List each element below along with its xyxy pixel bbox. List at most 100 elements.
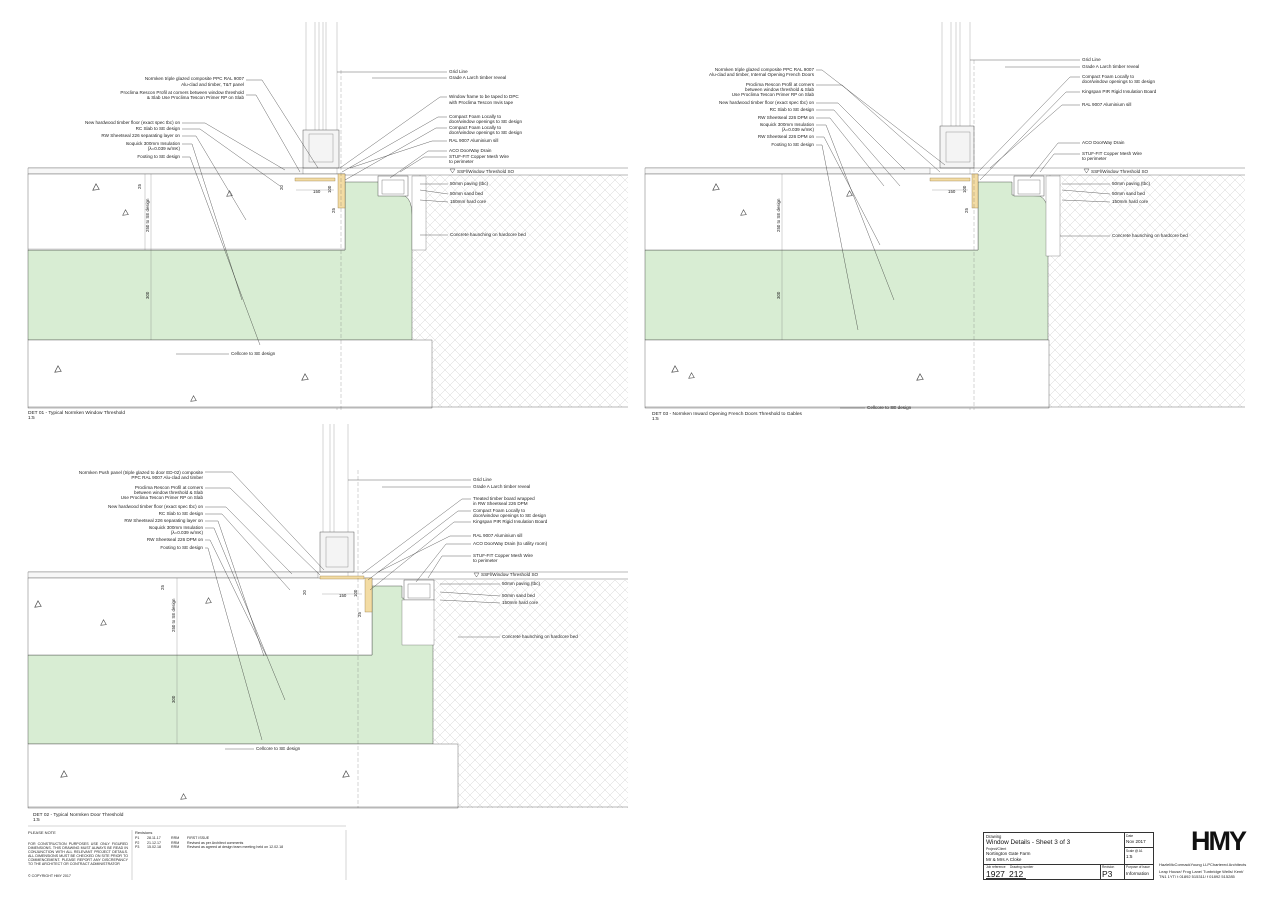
svg-text:Kingspan PIR Rigid Insulation: Kingspan PIR Rigid Insulation Board [1082,89,1157,94]
svg-text:100: 100 [353,589,358,597]
project-label: Project/Client [986,847,1007,851]
svg-text:100: 100 [962,185,967,193]
firm-contact: TN1 1YT/ t 01892 515311/ f 01892 515285 [1159,874,1235,879]
notes-block: PLEASE NOTE FOR CONSTRUCTION PURPOSES US… [28,830,128,878]
svg-text:Concrete haunching on hardcore: Concrete haunching on hardcore bed [502,634,578,639]
svg-text:Grid Line: Grid Line [473,477,492,482]
labels-right: Grid Line Grade A Larch timber reveal Tr… [348,477,548,591]
notes-body: FOR CONSTRUCTION PURPOSES USE ONLY FIGUR… [28,841,128,866]
svg-text:Concrete haunching on hardcore: Concrete haunching on hardcore bed [1112,233,1188,238]
svg-text:PPC RAL 9007 Alu-clad and timb: PPC RAL 9007 Alu-clad and timber [131,475,203,480]
detail-03: 250 to SE design 300 150 100 25 Normken … [644,22,1245,422]
notes-copyright: © COPYRIGHT HMY 2017 [28,873,71,878]
svg-text:(λ=0.039 w/mK): (λ=0.039 w/mK) [782,127,815,132]
drawing-number: 212 [1009,869,1024,879]
revision-label: Revision [1102,865,1115,869]
svg-text:Compact Foam Locally to: Compact Foam Locally to [473,508,526,513]
svg-text:door/window openings to SE des: door/window openings to SE design [449,130,522,135]
caption-det02: DET 02 - Typical Normken Door Threshold [33,812,124,818]
svg-text:50mm sand bed: 50mm sand bed [502,593,535,598]
detail-01: 25 250 to SE design 300 150 20 100 25 No… [27,22,628,421]
svg-text:between window threshold & Sla: between window threshold & Slab [745,87,814,92]
title-block: Drawing Window Details - Sheet 3 of 3 Pr… [983,832,1154,880]
svg-text:Grade A Larch timber reveal: Grade A Larch timber reveal [473,484,530,489]
labels-right: Grid Line Grade A Larch timber reveal Wi… [337,69,522,181]
svg-text:Kingspan PIR Rigid Insulation: Kingspan PIR Rigid Insulation Board [473,519,548,524]
job-number: 1927 [986,869,1005,879]
dim-25: 25 [137,184,142,189]
svg-text:1:5: 1:5 [28,415,35,421]
svg-text:ACO DoorWay Drain: ACO DoorWay Drain [449,148,492,153]
project-name: Nortington Gate Farm [986,851,1031,856]
revisions-heading: Revisions [135,830,153,835]
svg-text:New hardwood timber floor (exa: New hardwood timber floor (exact spec tb… [85,120,180,125]
svg-text:Compact Foam Locally to: Compact Foam Locally to [449,114,502,119]
svg-text:20: 20 [302,590,307,595]
svg-text:Footing to SE design: Footing to SE design [160,545,203,550]
svg-text:Compact Foam Locally to: Compact Foam Locally to [449,125,502,130]
svg-text:25: 25 [964,208,969,213]
svg-text:150mm hard core: 150mm hard core [502,600,538,605]
svg-text:Compact Foam Locally to: Compact Foam Locally to [1082,74,1135,79]
svg-text:ACO DoorWay Drain (to utility: ACO DoorWay Drain (to utility room) [473,541,548,546]
detail-02: 25 250 to SE design 300 150 20 100 25 No… [27,424,628,823]
labels-left: Normken triple glazed composite PPC RAL … [85,76,319,346]
svg-text:SSFl/Window Threshold SO: SSFl/Window Threshold SO [481,572,539,577]
dim-150: 150 [313,189,321,194]
labels-right: Grid Line Grade A Larch timber reveal Co… [970,57,1157,181]
svg-text:Normken Push panel (triple gla: Normken Push panel (triple glazed to doo… [79,470,204,475]
revisions-block: Revisions P1 28.11.17 RRM FIRST ISSUE P2… [135,830,345,850]
labels-left: Normken Push panel (triple glazed to doo… [79,470,325,741]
svg-text:Isoquick 300mm Insulation: Isoquick 300mm Insulation [126,141,181,146]
svg-text:150: 150 [948,189,956,194]
svg-text:Isoquick 300mm Insulation: Isoquick 300mm Insulation [149,525,204,530]
svg-text:RW Sheetseal 226 DPM on: RW Sheetseal 226 DPM on [758,134,815,139]
svg-text:50mm paving (tbc): 50mm paving (tbc) [502,581,541,586]
svg-text:Footing to SE design: Footing to SE design [137,154,180,159]
revision-row: P1 28.11.17 RRM FIRST ISSUE [135,836,210,841]
svg-text:ACO DoorWay Drain: ACO DoorWay Drain [1082,140,1125,145]
svg-text:to perimeter: to perimeter [1082,156,1107,161]
svg-text:50mm sand bed: 50mm sand bed [450,191,483,196]
svg-text:SSFl/Window Threshold SO: SSFl/Window Threshold SO [1091,169,1149,174]
number-label: Drawing number [1010,865,1034,869]
svg-text:150mm hard core: 150mm hard core [450,199,486,204]
svg-text:Cellcore to SE design: Cellcore to SE design [867,405,912,410]
svg-text:RW Sheetseal 226 DPM on: RW Sheetseal 226 DPM on [758,115,815,120]
svg-text:Proclima Rescon Profil at corn: Proclima Rescon Profil at corners betwee… [120,90,244,95]
svg-text:New hardwood timber floor (exa: New hardwood timber floor (exact spec tb… [108,504,203,509]
svg-text:Cellcore to SE design: Cellcore to SE design [256,746,301,751]
revision-value: P3 [1102,869,1113,879]
svg-text:250 to SE design: 250 to SE design [171,598,176,632]
svg-text:STUF-FIT Copper Mesh Wire: STUF-FIT Copper Mesh Wire [449,154,509,159]
svg-text:STUF-FIT Copper Mesh Wire: STUF-FIT Copper Mesh Wire [473,553,533,558]
purpose-label: Purpose of Issue [1126,865,1150,869]
drawing-label: Drawing [986,834,1002,839]
svg-text:Alu-clad and timber, T&T panel: Alu-clad and timber, T&T panel [181,82,244,87]
svg-text:to perimeter: to perimeter [473,558,498,563]
svg-text:Normken triple glazed composit: Normken triple glazed composite PPC RAL … [145,76,245,81]
threshold-label: SSFl/Window Threshold SO [457,169,515,174]
svg-text:Isoquick 300mm Insulation: Isoquick 300mm Insulation [760,122,815,127]
caption-det03: DET 03 - Normken Inward Opening French D… [652,411,803,417]
svg-text:150mm hard core: 150mm hard core [1112,199,1148,204]
svg-text:RAL 9007 Aluminium sill: RAL 9007 Aluminium sill [473,533,522,538]
svg-text:door/window openings to SE des: door/window openings to SE design [1082,79,1155,84]
drawing-title: Window Details - Sheet 3 of 3 [986,839,1071,846]
caption-det01: DET 01 - Typical Normken Window Threshol… [28,410,125,416]
svg-text:with Proclima Tescon Invis tap: with Proclima Tescon Invis tape [449,100,513,105]
svg-text:Grid Line: Grid Line [1082,57,1101,62]
svg-text:RAL 9007 Aluminium sill: RAL 9007 Aluminium sill [449,138,498,143]
date-value: Nov 2017 [1126,839,1146,844]
svg-text:STUF-FIT Copper Mesh Wire: STUF-FIT Copper Mesh Wire [1082,151,1142,156]
client-name: Mr & Mrs A Cloke [986,857,1022,862]
svg-text:RW Sheetseal 226 separating la: RW Sheetseal 226 separating layer on [124,518,203,523]
cellcore-label: Cellcore to SE design [231,351,276,356]
firm-name: HazleMcCormackYoung LLPChartered Archite… [1159,862,1247,867]
svg-text:RC Slab to SE design: RC Slab to SE design [136,126,181,131]
svg-text:50mm paving (tbc): 50mm paving (tbc) [1112,181,1151,186]
svg-text:25: 25 [357,612,362,617]
svg-text:1:5: 1:5 [652,416,659,422]
svg-text:150: 150 [339,593,347,598]
